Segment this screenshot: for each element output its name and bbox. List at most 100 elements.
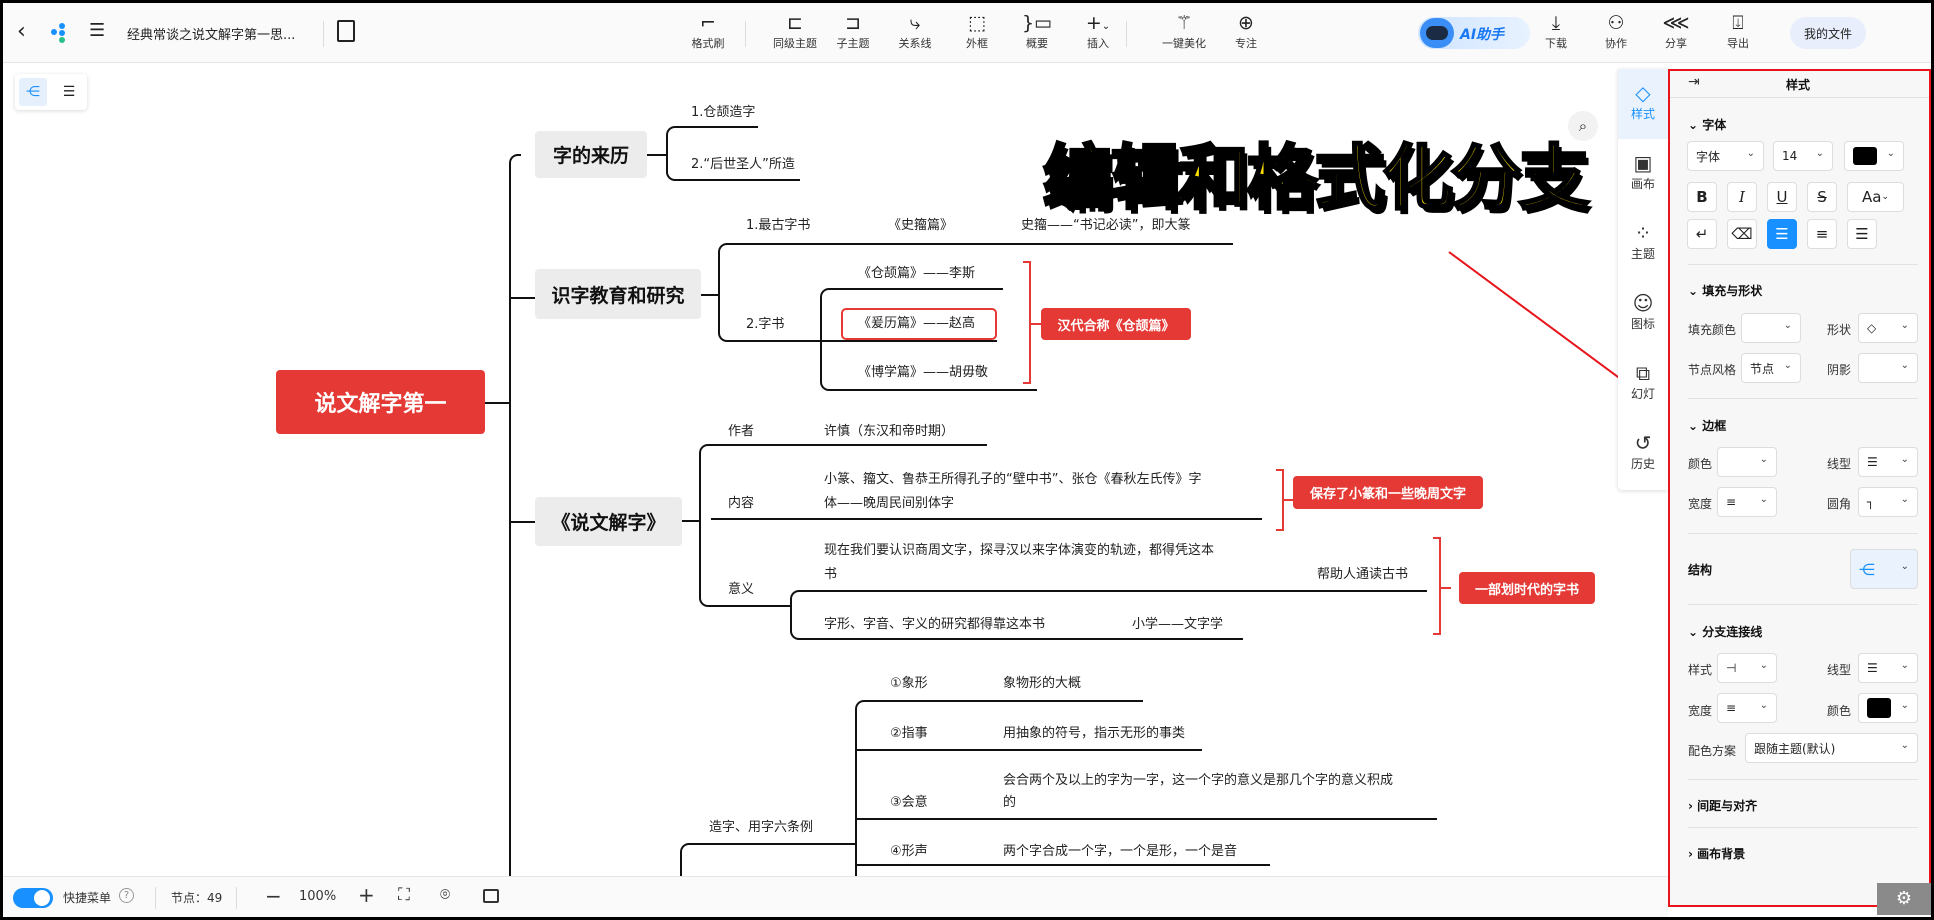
subtopic-value[interactable]: 字形、字音、字义的研究都得靠这本书 bbox=[824, 617, 1046, 632]
subtopic-value[interactable]: 的 bbox=[1003, 795, 1017, 810]
tab-history[interactable]: ↺历史 bbox=[1618, 419, 1668, 489]
subtopic[interactable]: 造字、用字六条例 bbox=[709, 820, 814, 835]
border-line-type-select[interactable]: ☰⌄ bbox=[1858, 447, 1918, 477]
font-family-select[interactable]: 字体⌄ bbox=[1687, 141, 1764, 171]
subtopic-value[interactable]: 两个字合成一个字，一个是形，一个是音 bbox=[1003, 844, 1238, 859]
back-icon[interactable]: ‹ bbox=[17, 19, 26, 44]
subtopic[interactable]: 《博学篇》——胡毋敬 bbox=[858, 365, 989, 380]
tab-slides[interactable]: ⧉幻灯 bbox=[1618, 349, 1668, 419]
topic-literacy[interactable]: 识字教育和研究 bbox=[535, 269, 701, 319]
subtopic[interactable]: 意义 bbox=[728, 582, 755, 597]
structure-select[interactable]: ⋲⌄ bbox=[1850, 549, 1918, 589]
bold-button[interactable]: B bbox=[1687, 182, 1717, 212]
align-center-icon[interactable]: ≡ bbox=[1807, 219, 1837, 249]
branch-width-select[interactable]: ≡⌄ bbox=[1717, 693, 1777, 723]
mindmap-view-icon[interactable]: ⋲ bbox=[19, 78, 47, 106]
insert-button[interactable]: +⌄插入 bbox=[1068, 11, 1128, 51]
subtopic-value[interactable]: 象物形的大概 bbox=[1003, 676, 1082, 691]
underline-button[interactable]: U bbox=[1767, 182, 1797, 212]
subtopic[interactable]: ③会意 bbox=[890, 795, 928, 810]
fullscreen-icon[interactable]: ⛶ bbox=[398, 885, 410, 905]
subtopic[interactable]: 作者 bbox=[728, 424, 755, 439]
align-right-icon[interactable]: ☰ bbox=[1847, 219, 1877, 249]
italic-button[interactable]: I bbox=[1727, 182, 1757, 212]
fill-color-select[interactable]: ⌄ bbox=[1741, 313, 1801, 343]
search-icon[interactable]: ⌕ bbox=[1568, 111, 1598, 141]
subtopic-value[interactable]: 许慎（东汉和帝时期） bbox=[824, 424, 955, 439]
topic-origin[interactable]: 字的来历 bbox=[535, 131, 647, 178]
ai-assistant-button[interactable]: AI助手 bbox=[1418, 17, 1530, 49]
summary-tag[interactable]: 保存了小篆和一些晚周文字 bbox=[1293, 476, 1483, 509]
corner-select[interactable]: ┐⌄ bbox=[1858, 487, 1918, 517]
focus-button[interactable]: ⊕专注 bbox=[1216, 11, 1276, 51]
subtopic[interactable]: ④形声 bbox=[890, 844, 928, 859]
subtopic-value[interactable]: 小学——文字学 bbox=[1132, 617, 1224, 632]
mindmap-canvas[interactable]: ⋲ ☰ ⌕ 编辑和格式化分支 说文解字第一 字的来历 1.仓颉造字 2.“后世圣… bbox=[3, 64, 1668, 876]
zoom-out-icon[interactable]: − bbox=[265, 884, 282, 908]
minimap-icon[interactable] bbox=[483, 889, 499, 903]
quick-menu-toggle[interactable] bbox=[13, 888, 53, 908]
shadow-select[interactable]: ⌄ bbox=[1858, 353, 1918, 383]
tab-canvas[interactable]: ▣画布 bbox=[1618, 139, 1668, 209]
section-canvas-background[interactable]: › 画布背景 bbox=[1688, 847, 1746, 861]
subtopic[interactable]: 2.“后世圣人”所造 bbox=[691, 157, 795, 172]
root-node[interactable]: 说文解字第一 bbox=[276, 370, 485, 434]
tab-icons[interactable]: ☺图标 bbox=[1618, 279, 1668, 349]
summary-button[interactable]: }▭概要 bbox=[1007, 11, 1067, 51]
subtopic-value[interactable]: 小篆、籀文、鲁恭王所得孔子的“壁中书”、张仓《春秋左氏传》字 bbox=[824, 472, 1202, 487]
section-fill-shape[interactable]: ⌄ 填充与形状 bbox=[1688, 284, 1763, 298]
subtopic[interactable]: 1.最古字书 bbox=[746, 218, 811, 233]
node-style-select[interactable]: 节点⌄ bbox=[1741, 353, 1801, 383]
share-button[interactable]: ⋘分享 bbox=[1646, 11, 1706, 51]
help-icon[interactable]: ? bbox=[119, 888, 134, 903]
strikethrough-button[interactable]: S bbox=[1807, 182, 1837, 212]
collapse-panel-icon[interactable]: ⇥ bbox=[1688, 74, 1700, 90]
subtopic[interactable]: 《仓颉篇》——李斯 bbox=[858, 266, 976, 281]
color-scheme-select[interactable]: 跟随主题(默认)⌄ bbox=[1745, 733, 1918, 763]
subtopic-value[interactable]: 体——晚周民间别体字 bbox=[824, 496, 955, 511]
beautify-button[interactable]: ⚚一键美化 bbox=[1154, 11, 1214, 51]
subtopic-value[interactable]: 书 bbox=[824, 567, 838, 582]
text-case-button[interactable]: Aa ⌄ bbox=[1847, 182, 1904, 212]
collaborate-button[interactable]: ⚇协作 bbox=[1586, 11, 1646, 51]
subtopic-value[interactable]: 现在我们要认识商周文字，探寻汉以来字体演变的轨迹，都得凭这本 bbox=[824, 543, 1215, 558]
tab-theme[interactable]: ⁘主题 bbox=[1618, 209, 1668, 279]
settings-gear-icon[interactable]: ⚙ bbox=[1877, 883, 1931, 915]
section-font[interactable]: ⌄ 字体 bbox=[1688, 118, 1727, 132]
zoom-in-icon[interactable]: + bbox=[358, 883, 375, 907]
subtopic-value[interactable]: 用抽象的符号，指示无形的事类 bbox=[1003, 726, 1186, 741]
branch-line-type-select[interactable]: ☰⌄ bbox=[1858, 653, 1918, 683]
section-border[interactable]: ⌄ 边框 bbox=[1688, 419, 1727, 433]
topic-shuowen[interactable]: 《说文解字》 bbox=[535, 497, 682, 546]
branch-color-select[interactable]: ⌄ bbox=[1858, 693, 1918, 723]
download-button[interactable]: ⤓下载 bbox=[1526, 11, 1586, 51]
boundary-button[interactable]: ⬚外框 bbox=[947, 11, 1007, 51]
subtopic-value[interactable]: 会合两个及以上的字为一字，这一个字的意义是那几个字的意义积成 bbox=[1003, 773, 1394, 788]
clear-format-icon[interactable]: ⌫ bbox=[1727, 219, 1757, 249]
subtopic[interactable]: 内容 bbox=[728, 496, 755, 511]
subtopic-value[interactable]: 史籀——“书记必读”，即大篆 bbox=[1021, 218, 1191, 233]
summary-tag[interactable]: 一部划时代的字书 bbox=[1459, 572, 1595, 604]
subtopic-value[interactable]: 帮助人通读古书 bbox=[1317, 567, 1409, 582]
wrap-text-icon[interactable]: ↵ bbox=[1687, 219, 1717, 249]
my-files-button[interactable]: 我的文件 bbox=[1790, 17, 1866, 49]
format-painter-button[interactable]: ⌐格式刷 bbox=[678, 11, 738, 51]
tab-style[interactable]: ◇样式 bbox=[1618, 69, 1668, 139]
subtopic-button[interactable]: ⊐子主题 bbox=[823, 11, 883, 51]
subtopic[interactable]: 1.仓颉造字 bbox=[691, 105, 756, 120]
save-icon[interactable] bbox=[337, 20, 355, 42]
sibling-topic-button[interactable]: ⊏同级主题 bbox=[765, 11, 825, 51]
locate-icon[interactable]: ⌾ bbox=[440, 885, 451, 905]
align-left-icon[interactable]: ☰ bbox=[1767, 219, 1797, 249]
border-color-select[interactable]: ⌄ bbox=[1717, 447, 1777, 477]
document-title[interactable]: 经典常谈之说文解字第一思... bbox=[127, 28, 296, 43]
menu-icon[interactable]: ☰ bbox=[89, 20, 106, 41]
subtopic[interactable]: ①象形 bbox=[890, 676, 928, 691]
font-color-select[interactable]: ⌄ bbox=[1844, 141, 1904, 171]
border-width-select[interactable]: ≡⌄ bbox=[1717, 487, 1777, 517]
subtopic[interactable]: 2.字书 bbox=[746, 317, 785, 332]
section-branch-line[interactable]: ⌄ 分支连接线 bbox=[1688, 625, 1763, 639]
relation-line-button[interactable]: ⤷关系线 bbox=[885, 11, 945, 51]
subtopic[interactable]: ②指事 bbox=[890, 726, 928, 741]
shape-select[interactable]: ◇⌄ bbox=[1858, 313, 1918, 343]
